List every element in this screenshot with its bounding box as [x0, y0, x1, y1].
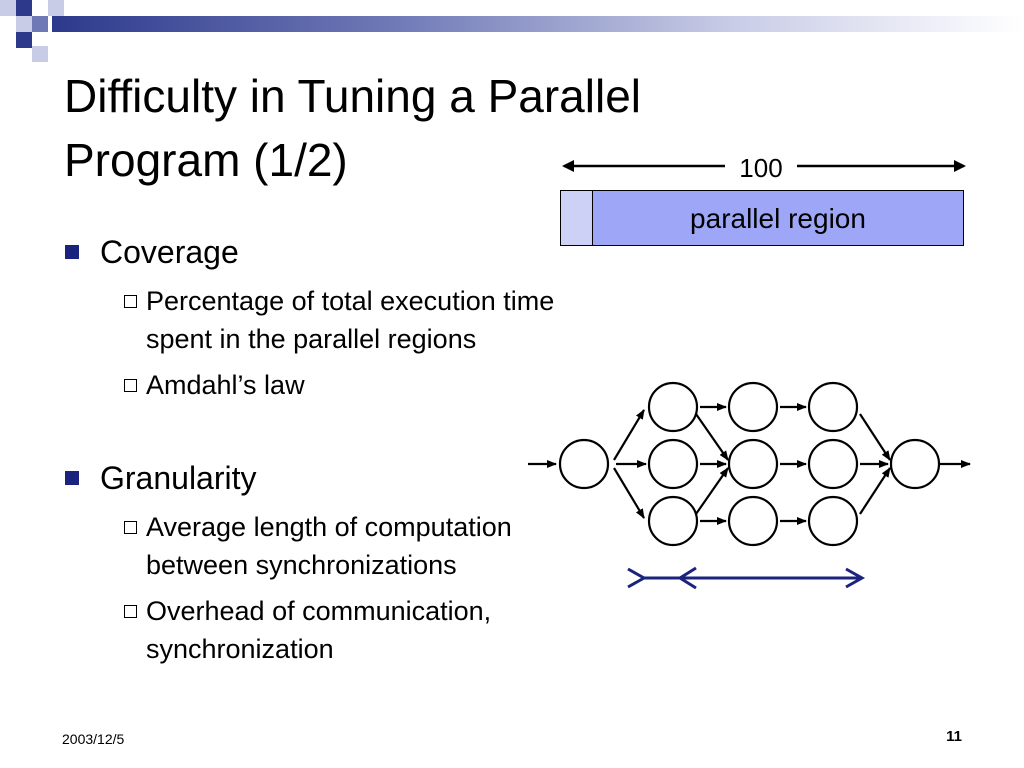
graph-nodes [558, 381, 941, 547]
node-start [558, 438, 610, 490]
edge-cross-down [695, 413, 729, 461]
granularity-arrow-inner-head [677, 566, 697, 590]
subitem-line: spent in the parallel regions [146, 324, 477, 354]
granularity-subitems: Average length of computation between sy… [100, 508, 682, 668]
subitem-average-length: Average length of computation between sy… [100, 508, 682, 584]
node-r3c1 [647, 495, 699, 547]
bullet-label: Granularity [100, 460, 257, 496]
bullet-label: Coverage [100, 234, 239, 270]
hollow-square-bullet-icon [124, 379, 137, 392]
total-label: 100 [725, 152, 797, 184]
coverage-subitems: Percentage of total execution time spent… [100, 282, 682, 404]
task-graph-diagram [528, 381, 971, 590]
page-number: 11 [946, 728, 962, 745]
edge-join-top [859, 413, 891, 461]
slide-title: Difficulty in Tuning a Parallel Program … [64, 64, 824, 192]
footer-date: 2003/12/5 [62, 731, 125, 747]
subitem-line: Average length of computation [146, 512, 512, 542]
graph-edges [528, 403, 971, 525]
node-r3c2 [727, 495, 779, 547]
edge-cross-up [695, 467, 729, 515]
subitem-line: synchronization [146, 634, 334, 664]
node-r3c3 [807, 495, 859, 547]
subitem-percentage: Percentage of total execution time spent… [100, 282, 682, 358]
hollow-square-bullet-icon [124, 605, 137, 618]
bullet-coverage: Coverage Percentage of total execution t… [62, 232, 682, 404]
parallel-region: parallel region [593, 191, 963, 245]
edge-join-bottom [859, 467, 891, 515]
node-r2c1 [647, 438, 699, 490]
title-line-1: Difficulty in Tuning a Parallel [64, 70, 641, 122]
header-gradient-bar [52, 16, 1024, 32]
square-bullet-icon [65, 245, 79, 259]
subitem-line: Overhead of communication, [146, 596, 492, 626]
edge-fork-bottom [613, 467, 645, 519]
square-bullet-icon [65, 471, 79, 485]
title-line-2: Program (1/2) [64, 134, 348, 186]
subitem-line: Amdahl’s law [146, 370, 305, 400]
node-r1c2 [727, 381, 779, 433]
node-end [889, 438, 941, 490]
serial-region [561, 191, 593, 245]
edge-fork-top [613, 409, 645, 461]
subitem-line: Percentage of total execution time [146, 286, 555, 316]
subitem-overhead: Overhead of communication, synchronizati… [100, 592, 682, 668]
subitem-line: between synchronizations [146, 550, 457, 580]
hollow-square-bullet-icon [124, 521, 137, 534]
node-r1c1 [647, 381, 699, 433]
subitem-amdahl: Amdahl’s law [100, 366, 682, 404]
node-r2c2 [727, 438, 779, 490]
node-r1c3 [807, 381, 859, 433]
coverage-bar: parallel region [560, 190, 964, 246]
bullet-list: Coverage Percentage of total execution t… [62, 232, 682, 676]
node-r2c3 [807, 438, 859, 490]
bullet-granularity: Granularity Average length of computatio… [62, 458, 682, 668]
corner-decoration [0, 0, 64, 62]
hollow-square-bullet-icon [124, 295, 137, 308]
